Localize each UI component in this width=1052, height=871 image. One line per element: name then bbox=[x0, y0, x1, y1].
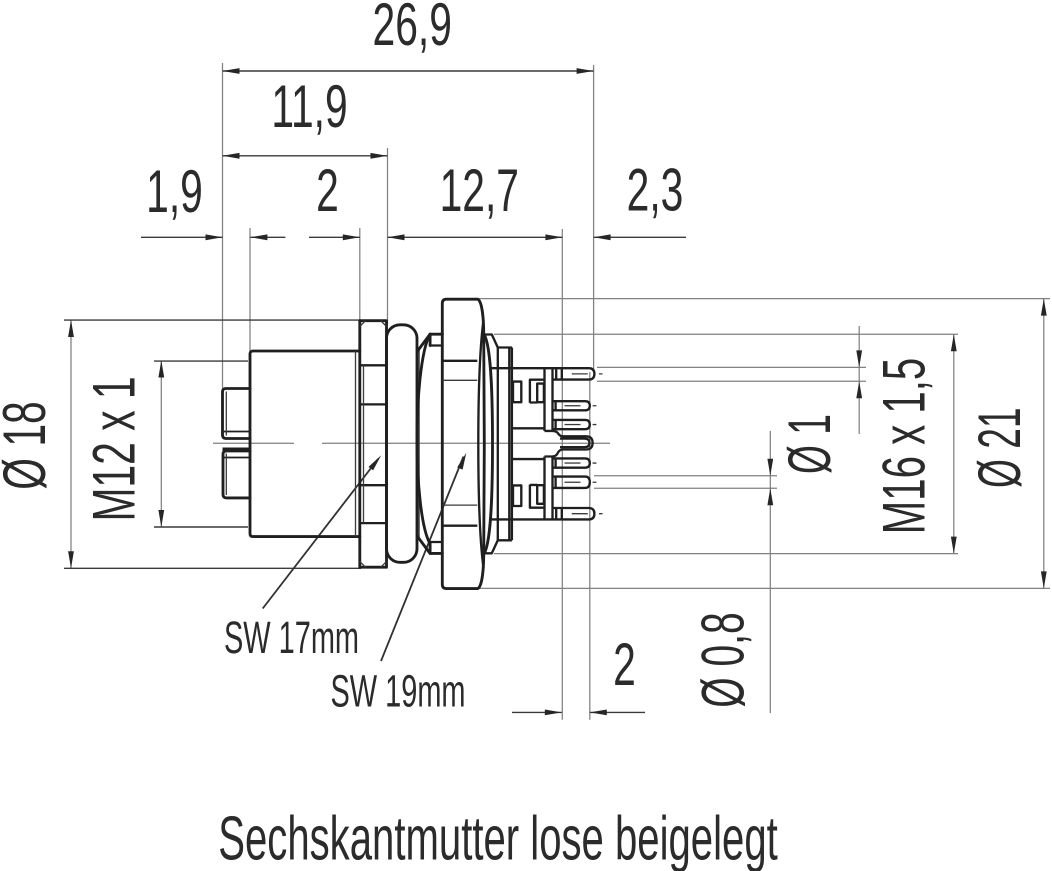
svg-text:2: 2 bbox=[613, 631, 636, 698]
svg-text:12,7: 12,7 bbox=[440, 157, 519, 224]
svg-text:Ø 0,8: Ø 0,8 bbox=[689, 612, 757, 707]
svg-text:SW 19mm: SW 19mm bbox=[330, 667, 465, 717]
svg-text:Ø 1: Ø 1 bbox=[776, 414, 843, 474]
svg-text:Ø 21: Ø 21 bbox=[966, 407, 1033, 488]
svg-text:Ø 18: Ø 18 bbox=[0, 401, 58, 489]
svg-text:M16 x 1,5: M16 x 1,5 bbox=[870, 358, 937, 534]
svg-text:Sechskantmutter lose beigelegt: Sechskantmutter lose beigelegt bbox=[218, 805, 778, 871]
svg-text:26,9: 26,9 bbox=[373, 0, 452, 58]
svg-text:2: 2 bbox=[316, 157, 339, 224]
svg-text:1,9: 1,9 bbox=[146, 158, 203, 225]
svg-text:SW 17mm: SW 17mm bbox=[224, 614, 359, 664]
svg-text:2,3: 2,3 bbox=[627, 157, 684, 224]
svg-text:M12 x 1: M12 x 1 bbox=[81, 376, 148, 521]
svg-text:11,9: 11,9 bbox=[271, 73, 347, 140]
